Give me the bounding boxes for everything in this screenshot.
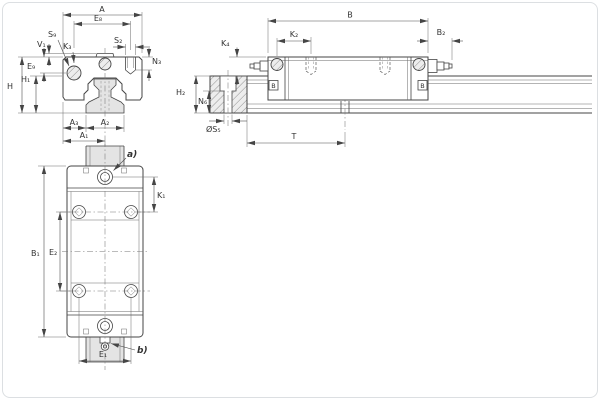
lube-funnel-hole <box>98 57 112 71</box>
plan-dimension-lines <box>41 157 157 364</box>
hidden-thread-hole-1 <box>305 57 317 75</box>
front-dimension-lines <box>19 12 152 144</box>
dim-label-B2: B₂ <box>437 28 446 37</box>
lube-port-right <box>412 58 426 71</box>
side-dimension-lines <box>193 18 463 146</box>
port-marker-left: B <box>271 82 275 90</box>
dim-label-E8: E₈ <box>94 14 102 23</box>
dim-label-A2: A₂ <box>101 118 110 127</box>
runner-block-section <box>62 56 143 101</box>
dim-label-B1: B₁ <box>31 249 40 258</box>
front-view: A E₈ S₉ K₃ S₂ V₁ E₉ N₃ H H₁ A₃ A₂ A₁ <box>7 5 161 146</box>
rail-cross-section <box>209 70 248 126</box>
dim-label-K1: K₁ <box>157 191 165 200</box>
top-boss <box>95 53 115 58</box>
dim-label-K4: K₄ <box>221 39 229 48</box>
dim-label-S9: S₉ <box>48 30 56 39</box>
thread-hole-s9 <box>66 65 82 81</box>
port-marker-box-right <box>417 80 428 91</box>
dim-label-N6: N₆ <box>198 97 207 106</box>
dim-label-E2: E₂ <box>49 248 57 257</box>
dim-label-K2: K₂ <box>290 30 298 39</box>
dim-label-K3: K₃ <box>63 42 71 51</box>
dim-label-T: T <box>291 132 297 141</box>
dim-label-H2: H₂ <box>176 88 185 97</box>
dim-label-H: H <box>7 82 13 91</box>
dim-label-S2: S₂ <box>114 36 122 45</box>
port-marker-box-left <box>268 80 279 91</box>
callout-b: b) <box>137 346 148 356</box>
dim-label-E1: E₁ <box>99 350 107 359</box>
dim-label-H1: H₁ <box>21 75 30 84</box>
thread-hole-s2 <box>125 57 136 75</box>
port-marker-right: B <box>420 82 424 90</box>
lube-port-left <box>270 58 284 71</box>
hidden-thread-hole-2 <box>379 57 391 75</box>
plan-view: B₁ E₂ K₁ E₁ a) b) <box>31 141 165 370</box>
dim-label-A: A <box>99 5 105 14</box>
callout-a: a) <box>127 150 137 160</box>
dim-label-V1: V₁ <box>37 40 46 49</box>
rail-section <box>85 78 125 114</box>
dim-label-B: B <box>347 11 353 20</box>
dim-label-E9: E₉ <box>27 62 35 71</box>
dim-label-OS5: ØS₅ <box>206 124 221 134</box>
dim-label-A1: A₁ <box>80 131 89 140</box>
dim-label-N3: N₃ <box>152 57 161 66</box>
dim-label-A3: A₃ <box>70 118 79 127</box>
grease-nipple-left <box>249 60 269 72</box>
side-view: B B <box>176 11 592 147</box>
grease-nipple-right <box>427 59 453 73</box>
plan-extension-lines <box>38 165 158 364</box>
runner-block-side: B B <box>249 56 453 101</box>
